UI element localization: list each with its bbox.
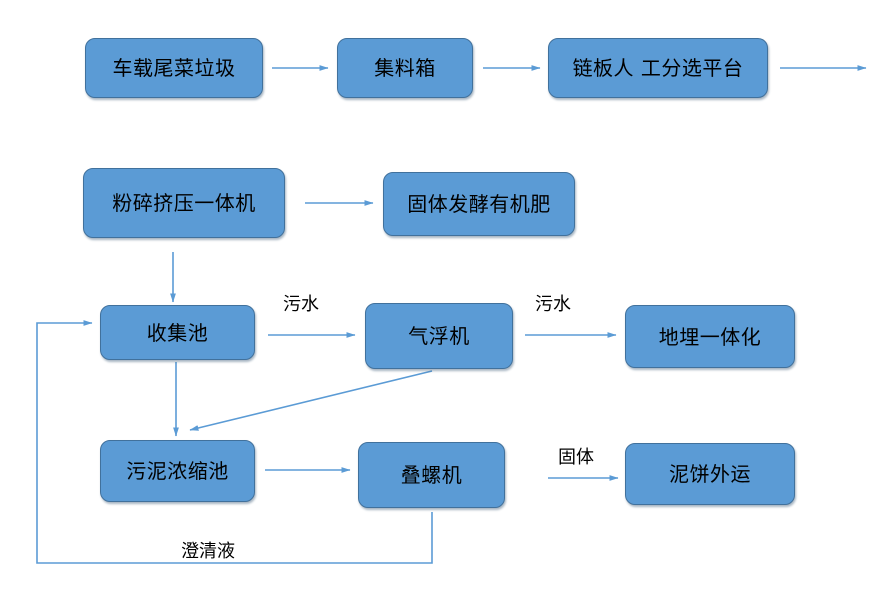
edge-label-e4: 澄清液 [181,541,235,562]
flow-node-n5[interactable]: 固体发酵有机肥 [383,172,575,236]
flow-node-n6[interactable]: 收集池 [100,305,255,360]
flow-node-n8[interactable]: 地埋一体化 [625,305,795,368]
connector-arrow-n7-to-n9-diagonal [189,370,433,431]
edge-label-e2: 污水 [535,294,571,315]
edge-label-e1: 污水 [283,294,319,315]
flow-node-n4[interactable]: 粉碎挤压一体机 [83,168,285,238]
flow-node-n9[interactable]: 污泥浓缩池 [100,440,255,502]
flow-node-n2[interactable]: 集料箱 [337,38,473,98]
flow-node-n1[interactable]: 车载尾菜垃圾 [85,38,263,98]
flow-node-n3[interactable]: 链板人 工分选平台 [548,38,768,98]
flow-node-n7[interactable]: 气浮机 [365,303,513,369]
flow-node-n10[interactable]: 叠螺机 [358,442,505,508]
flow-node-n11[interactable]: 泥饼外运 [625,443,795,505]
edge-label-e3: 固体 [558,447,594,468]
